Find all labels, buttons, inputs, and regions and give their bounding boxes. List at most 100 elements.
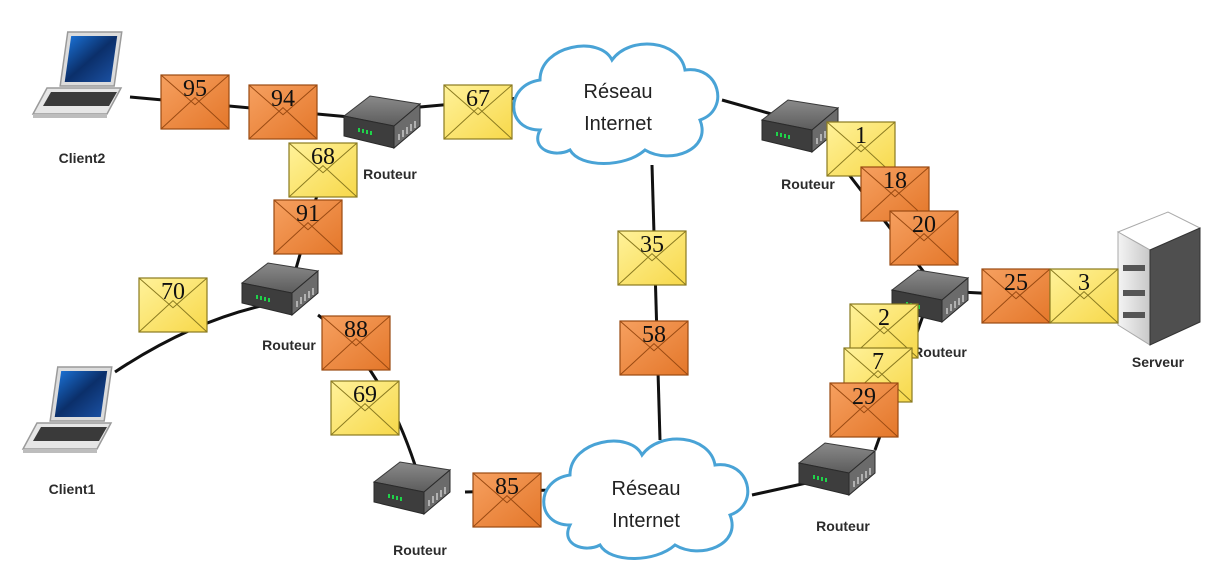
packet-number: 69 [353, 382, 377, 408]
packet-envelope-35: 35 [617, 230, 687, 286]
envelope-flap [443, 84, 513, 140]
packet-number: 20 [912, 212, 936, 238]
router-f-label: Routeur [816, 518, 870, 534]
client2-device: Client2 [32, 31, 123, 166]
packet-number: 58 [642, 322, 666, 348]
router-d-label: Routeur [913, 344, 967, 360]
envelope-flap [617, 230, 687, 286]
envelope-icon [619, 320, 689, 376]
packet-number: 85 [495, 474, 519, 500]
client1-device: Client1 [22, 366, 113, 497]
router-a-label: Routeur [363, 166, 417, 182]
envelope-icon [617, 230, 687, 286]
envelope-icon [981, 268, 1051, 324]
packet-envelope-95: 95 [160, 74, 230, 130]
cloud-bottom-line2: Internet [612, 510, 680, 532]
envelope-flap [321, 315, 391, 371]
envelope-flap [273, 199, 343, 255]
envelope-icon [288, 142, 358, 198]
packet-envelope-67: 67 [443, 84, 513, 140]
router-c-label: Routeur [262, 337, 316, 353]
envelope-icon [321, 315, 391, 371]
packet-envelope-25: 25 [981, 268, 1051, 324]
router-e-label: Routeur [393, 542, 447, 558]
envelope-icon [273, 199, 343, 255]
packet-number: 2 [878, 305, 890, 331]
envelope-flap [288, 142, 358, 198]
packet-number: 94 [271, 86, 295, 112]
packet-envelope-69: 69 [330, 380, 400, 436]
cloud-icon [512, 42, 720, 165]
envelope-flap [248, 84, 318, 140]
router-e: Routeur [373, 461, 451, 558]
packet-number: 68 [311, 144, 335, 170]
envelope-icon [138, 277, 208, 333]
client1-label: Client1 [49, 481, 96, 497]
packet-envelope-88: 88 [321, 315, 391, 371]
packet-number: 3 [1078, 270, 1090, 296]
packet-number: 18 [883, 168, 907, 194]
envelope-flap [826, 121, 896, 177]
envelope-icon [889, 210, 959, 266]
envelope-flap [889, 210, 959, 266]
packet-envelope-3: 3 [1049, 268, 1119, 324]
server-label: Serveur [1132, 354, 1185, 370]
packet-number: 25 [1004, 270, 1028, 296]
cloud-icon [542, 437, 750, 560]
envelope-flap [1049, 268, 1119, 324]
router-icon [373, 461, 451, 515]
packet-envelope-58: 58 [619, 320, 689, 376]
packet-envelope-85: 85 [472, 472, 542, 528]
envelope-icon [330, 380, 400, 436]
envelope-icon [1049, 268, 1119, 324]
router-b: Routeur [761, 99, 839, 192]
envelope-icon [248, 84, 318, 140]
packet-number: 67 [466, 86, 490, 112]
laptop-icon [32, 31, 123, 119]
packet-number: 95 [183, 76, 207, 102]
router-d: Routeur [891, 269, 969, 360]
server-icon [1116, 211, 1202, 346]
link-cloud-top-cloud-bottom [650, 164, 662, 441]
packet-number: 7 [872, 349, 884, 375]
envelope-flap [981, 268, 1051, 324]
envelope-flap [472, 472, 542, 528]
cloud-top-line2: Internet [584, 113, 652, 135]
router-c: Routeur [241, 262, 319, 353]
envelope-flap [619, 320, 689, 376]
packet-number: 91 [296, 201, 320, 227]
packet-envelope-94: 94 [248, 84, 318, 140]
envelope-flap [138, 277, 208, 333]
envelope-flap [160, 74, 230, 130]
packet-number: 88 [344, 317, 368, 343]
client2-label: Client2 [59, 150, 106, 166]
router-a: Routeur [343, 95, 421, 182]
packet-number: 35 [640, 232, 664, 258]
cloud-top: Réseau Internet [512, 42, 720, 165]
packet-number: 1 [855, 123, 867, 149]
cloud-top-line1: Réseau [584, 81, 653, 103]
packet-number: 29 [852, 384, 876, 410]
router-icon [343, 95, 421, 149]
cloud-bottom: Réseau Internet [542, 437, 750, 560]
envelope-flap [829, 382, 899, 438]
packet-number: 70 [161, 279, 185, 305]
envelope-flap [330, 380, 400, 436]
packet-envelope-91: 91 [273, 199, 343, 255]
packet-envelope-68: 68 [288, 142, 358, 198]
envelope-icon [472, 472, 542, 528]
packet-envelope-70: 70 [138, 277, 208, 333]
server-device: Serveur [1116, 211, 1202, 370]
packet-envelope-20: 20 [889, 210, 959, 266]
cloud-bottom-line1: Réseau [612, 478, 681, 500]
envelope-icon [443, 84, 513, 140]
router-f: Routeur [798, 442, 876, 534]
laptop-icon [22, 366, 113, 454]
router-b-label: Routeur [781, 176, 835, 192]
router-icon [798, 442, 876, 496]
envelope-icon [829, 382, 899, 438]
envelope-icon [160, 74, 230, 130]
packet-envelope-29: 29 [829, 382, 899, 438]
